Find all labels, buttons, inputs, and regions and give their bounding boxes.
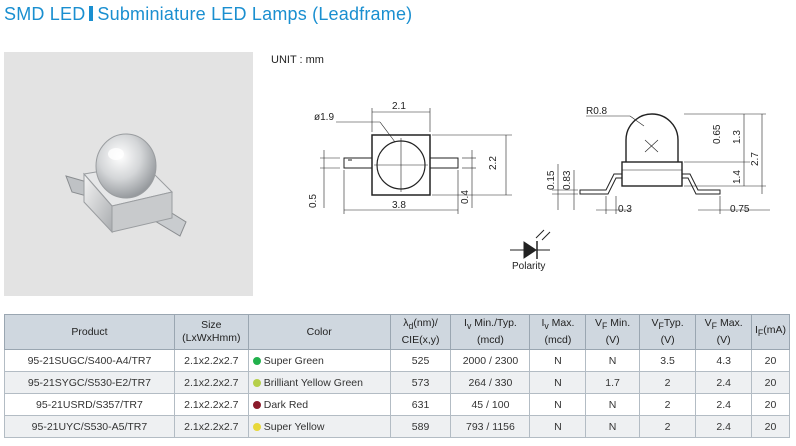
title-separator [89,6,94,21]
cell-vf-max: 2.4 [695,415,752,438]
cell-size: 2.1x2.2x2.7 [173,371,249,394]
cell-product: 95-21SYGC/S530-E2/TR7 [4,371,175,394]
dim-2-1: 2.1 [392,101,406,112]
cell-vf-min: N [585,349,640,372]
table-header-row: Product Size(LxWxHmm) Color λd(nm)/CIE(x… [4,314,791,350]
dim-3-8: 3.8 [392,200,406,211]
cell-vf-max: 2.4 [695,371,752,394]
table-row: 95-21UYC/S530-A5/TR7 2.1x2.2x2.7 Super Y… [4,415,791,438]
led-photo-illustration [65,133,187,237]
table-row: 95-21SYGC/S530-E2/TR7 2.1x2.2x2.7 Brilli… [4,371,791,394]
col-iv-min-typ: Iv Min./Typ.(mcd) [450,314,531,350]
dim-phi-1-9: ø1.9 [314,112,334,123]
color-dot-icon [252,400,261,409]
color-dot-icon [252,422,261,431]
col-color: Color [247,314,391,350]
cell-if: 20 [750,415,791,438]
dim-2-7: 2.7 [750,152,761,166]
top-view: 2.1 ø1.9 2.2 0.5 0.4 3.8 [308,101,512,214]
dim-1-4: 1.4 [732,170,743,184]
side-view: R0.8 0.65 1.3 2.7 1.4 0.15 0.83 0.3 0.75 [546,106,770,215]
polarity-label: Polarity [512,261,545,272]
dim-0-83: 0.83 [562,170,573,190]
cell-iv: 2000 / 2300 [450,349,531,372]
dim-0-4: 0.4 [460,190,471,204]
cell-vf-max: 4.3 [695,349,752,372]
col-vf-min: VF Min.(V) [585,314,640,350]
cell-vf-min: N [585,393,640,416]
col-if: IF(mA) [750,314,791,350]
product-photo [4,52,253,296]
cell-wavelength: 589 [389,415,452,438]
cell-vf-typ: 2 [638,371,697,394]
cell-product: 95-21UYC/S530-A5/TR7 [4,415,175,438]
polarity-diode-icon: Polarity [510,229,551,272]
title-brand: SMD LED [4,4,86,24]
cell-wavelength: 631 [389,393,452,416]
color-dot-icon [252,378,261,387]
col-product: Product [4,314,175,350]
cell-color: Dark Red [247,393,391,416]
cell-if: 20 [750,393,791,416]
cell-iv: 264 / 330 [450,371,531,394]
cell-iv-max: N [529,349,587,372]
dim-0-15: 0.15 [546,170,557,190]
col-vf-max: VF Max.(V) [695,314,752,350]
cell-color: Brilliant Yellow Green [247,371,391,394]
cell-vf-min: 1.7 [585,371,640,394]
cell-vf-typ: 2 [638,393,697,416]
cell-product: 95-21SUGC/S400-A4/TR7 [4,349,175,372]
cell-color: Super Yellow [247,415,391,438]
cell-iv-max: N [529,393,587,416]
spec-table: Product Size(LxWxHmm) Color λd(nm)/CIE(x… [4,314,791,438]
cell-iv-max: N [529,371,587,394]
dim-0-65: 0.65 [712,124,723,144]
cell-vf-max: 2.4 [695,393,752,416]
cell-product: 95-21USRD/S357/TR7 [4,393,175,416]
cell-vf-min: N [585,415,640,438]
dim-0-3: 0.3 [618,204,632,215]
cell-color: Super Green [247,349,391,372]
dimension-drawings: 2.1 ø1.9 2.2 0.5 0.4 3.8 [308,101,770,272]
cell-if: 20 [750,349,791,372]
cell-if: 20 [750,371,791,394]
cell-size: 2.1x2.2x2.7 [173,415,249,438]
col-wavelength: λd(nm)/CIE(x,y) [389,314,452,350]
cell-iv: 793 / 1156 [450,415,531,438]
page-title: SMD LED Subminiature LED Lamps (Leadframe… [4,4,412,25]
table-row: 95-21SUGC/S400-A4/TR7 2.1x2.2x2.7 Super … [4,349,791,372]
cell-size: 2.1x2.2x2.7 [173,393,249,416]
cell-vf-typ: 2 [638,415,697,438]
dim-0-5: 0.5 [308,194,319,208]
unit-label: UNIT : mm [271,54,324,66]
color-dot-icon [252,356,261,365]
dim-r-0-8: R0.8 [586,106,608,117]
table-row: 95-21USRD/S357/TR7 2.1x2.2x2.7 Dark Red … [4,393,791,416]
title-product-line: Subminiature LED Lamps (Leadframe) [97,4,413,24]
cell-size: 2.1x2.2x2.7 [173,349,249,372]
dim-1-3: 1.3 [732,130,743,144]
col-vf-typ: VFTyp.(V) [638,314,697,350]
dim-0-75: 0.75 [730,204,750,215]
cell-wavelength: 573 [389,371,452,394]
col-iv-max: Iv Max.(mcd) [529,314,587,350]
cell-iv: 45 / 100 [450,393,531,416]
cell-vf-typ: 3.5 [638,349,697,372]
col-size: Size(LxWxHmm) [173,314,249,350]
cell-wavelength: 525 [389,349,452,372]
cell-iv-max: N [529,415,587,438]
dim-2-2: 2.2 [488,156,499,170]
